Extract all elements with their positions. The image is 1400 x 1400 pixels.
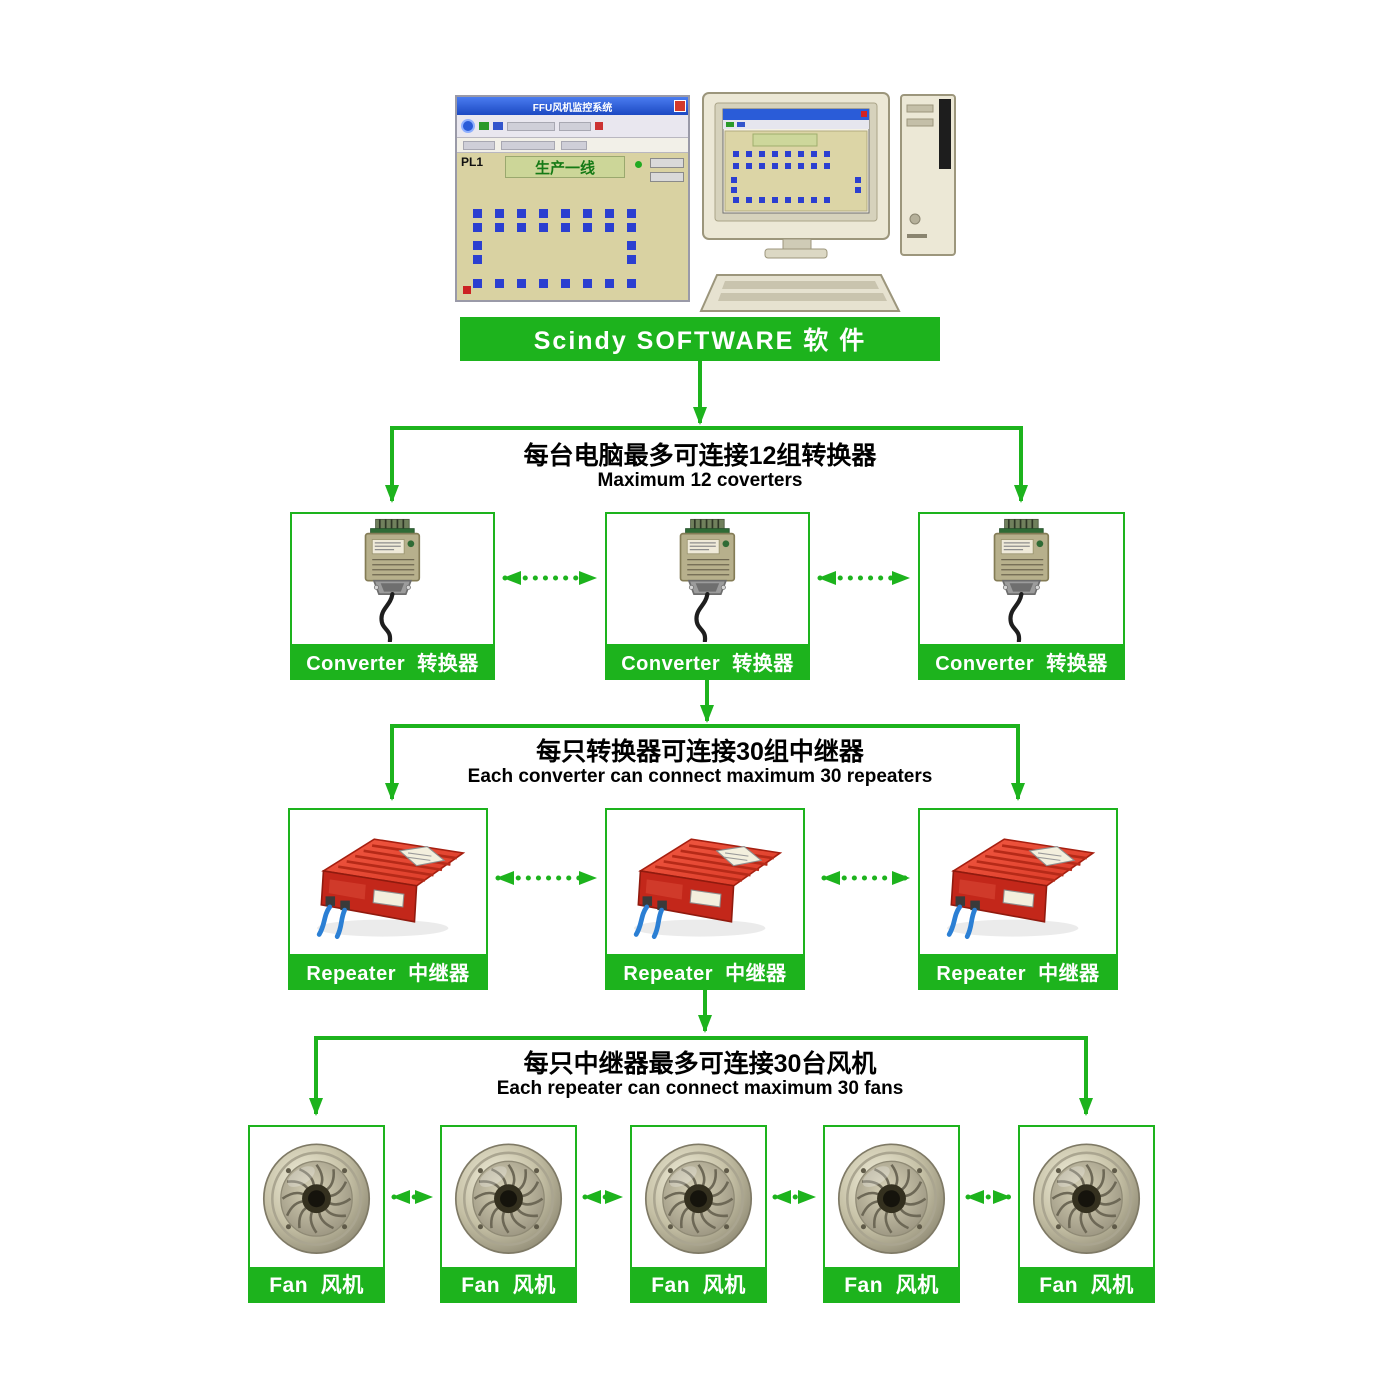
subbar-field bbox=[501, 140, 555, 150]
line-tag: PL1 bbox=[461, 155, 484, 169]
app-logo bbox=[461, 119, 475, 133]
screenshot-titlebar: FFU风机监控系统 bbox=[457, 97, 688, 115]
screenshot-toolbar bbox=[457, 115, 688, 138]
fan-device-illustration bbox=[825, 1127, 958, 1267]
repeater-node-3: Repeater 中继器 bbox=[918, 808, 1118, 990]
converter-node-3: Converter 转换器 bbox=[918, 512, 1125, 680]
close-icon bbox=[674, 100, 686, 112]
converter-node-1: Converter 转换器 bbox=[290, 512, 495, 680]
status-chip bbox=[493, 122, 503, 130]
repeater-label: Repeater 中继器 bbox=[607, 954, 803, 988]
repeater-label: Repeater 中继器 bbox=[290, 954, 486, 988]
status-chip bbox=[479, 122, 489, 130]
converter-device-illustration bbox=[920, 514, 1123, 644]
alarm-chip bbox=[595, 122, 603, 130]
screenshot-subbar bbox=[457, 138, 688, 153]
fan-label: Fan 风机 bbox=[632, 1267, 765, 1301]
software-banner: Scindy SOFTWARE 软 件 bbox=[460, 317, 940, 361]
fan-node-4: Fan 风机 bbox=[823, 1125, 960, 1303]
level2-note-en: Each converter can connect maximum 30 re… bbox=[467, 766, 933, 787]
fan-node-2: Fan 风机 bbox=[440, 1125, 577, 1303]
fan-device-illustration bbox=[1020, 1127, 1153, 1267]
converter-device-illustration bbox=[607, 514, 808, 644]
fan-device-illustration bbox=[250, 1127, 383, 1267]
repeater-device-illustration bbox=[607, 810, 803, 954]
screenshot-workspace: PL1 生产一线 bbox=[457, 153, 688, 300]
repeater-device-illustration bbox=[920, 810, 1116, 954]
converter-label: Converter 转换器 bbox=[292, 644, 493, 678]
fan-node-1: Fan 风机 bbox=[248, 1125, 385, 1303]
fan-label: Fan 风机 bbox=[1020, 1267, 1153, 1301]
converter-label: Converter 转换器 bbox=[920, 644, 1123, 678]
fan-label: Fan 风机 bbox=[442, 1267, 575, 1301]
alarm-dot bbox=[463, 286, 471, 294]
repeater-node-1: Repeater 中继器 bbox=[288, 808, 488, 990]
level2-note-zh: 每只转换器可连接30组中继器 bbox=[536, 738, 864, 766]
converter-device-illustration bbox=[292, 514, 493, 644]
computer-illustration bbox=[700, 92, 956, 312]
status-dot bbox=[635, 161, 642, 168]
fan-label: Fan 风机 bbox=[250, 1267, 383, 1301]
screenshot-button bbox=[650, 158, 684, 168]
repeater-node-2: Repeater 中继器 bbox=[605, 808, 805, 990]
screenshot-button bbox=[650, 172, 684, 182]
subbar-field bbox=[463, 140, 495, 150]
toolbar-field bbox=[507, 121, 555, 131]
converter-node-2: Converter 转换器 bbox=[605, 512, 810, 680]
line-name: 生产一线 bbox=[534, 159, 595, 177]
level1-note-zh: 每台电脑最多可连接12组转换器 bbox=[523, 442, 877, 470]
subbar-field bbox=[561, 140, 587, 150]
fan-label: Fan 风机 bbox=[825, 1267, 958, 1301]
line-name-strip: 生产一线 bbox=[505, 156, 625, 178]
software-screenshot: FFU风机监控系统 PL1 生产一线 bbox=[455, 95, 690, 302]
repeater-device-illustration bbox=[290, 810, 486, 954]
fan-node-5: Fan 风机 bbox=[1018, 1125, 1155, 1303]
level3-note-en: Each repeater can connect maximum 30 fan… bbox=[496, 1078, 904, 1099]
toolbar-field bbox=[559, 121, 591, 131]
repeater-label: Repeater 中继器 bbox=[920, 954, 1116, 988]
converter-label: Converter 转换器 bbox=[607, 644, 808, 678]
fan-node-3: Fan 风机 bbox=[630, 1125, 767, 1303]
fan-device-illustration bbox=[442, 1127, 575, 1267]
level3-note-zh: 每只中继器最多可连接30台风机 bbox=[523, 1050, 877, 1078]
fan-device-illustration bbox=[632, 1127, 765, 1267]
level1-note-en: Maximum 12 coverters bbox=[597, 470, 803, 491]
screenshot-title: FFU风机监控系统 bbox=[532, 102, 613, 114]
fan-layout-grid bbox=[473, 209, 482, 218]
